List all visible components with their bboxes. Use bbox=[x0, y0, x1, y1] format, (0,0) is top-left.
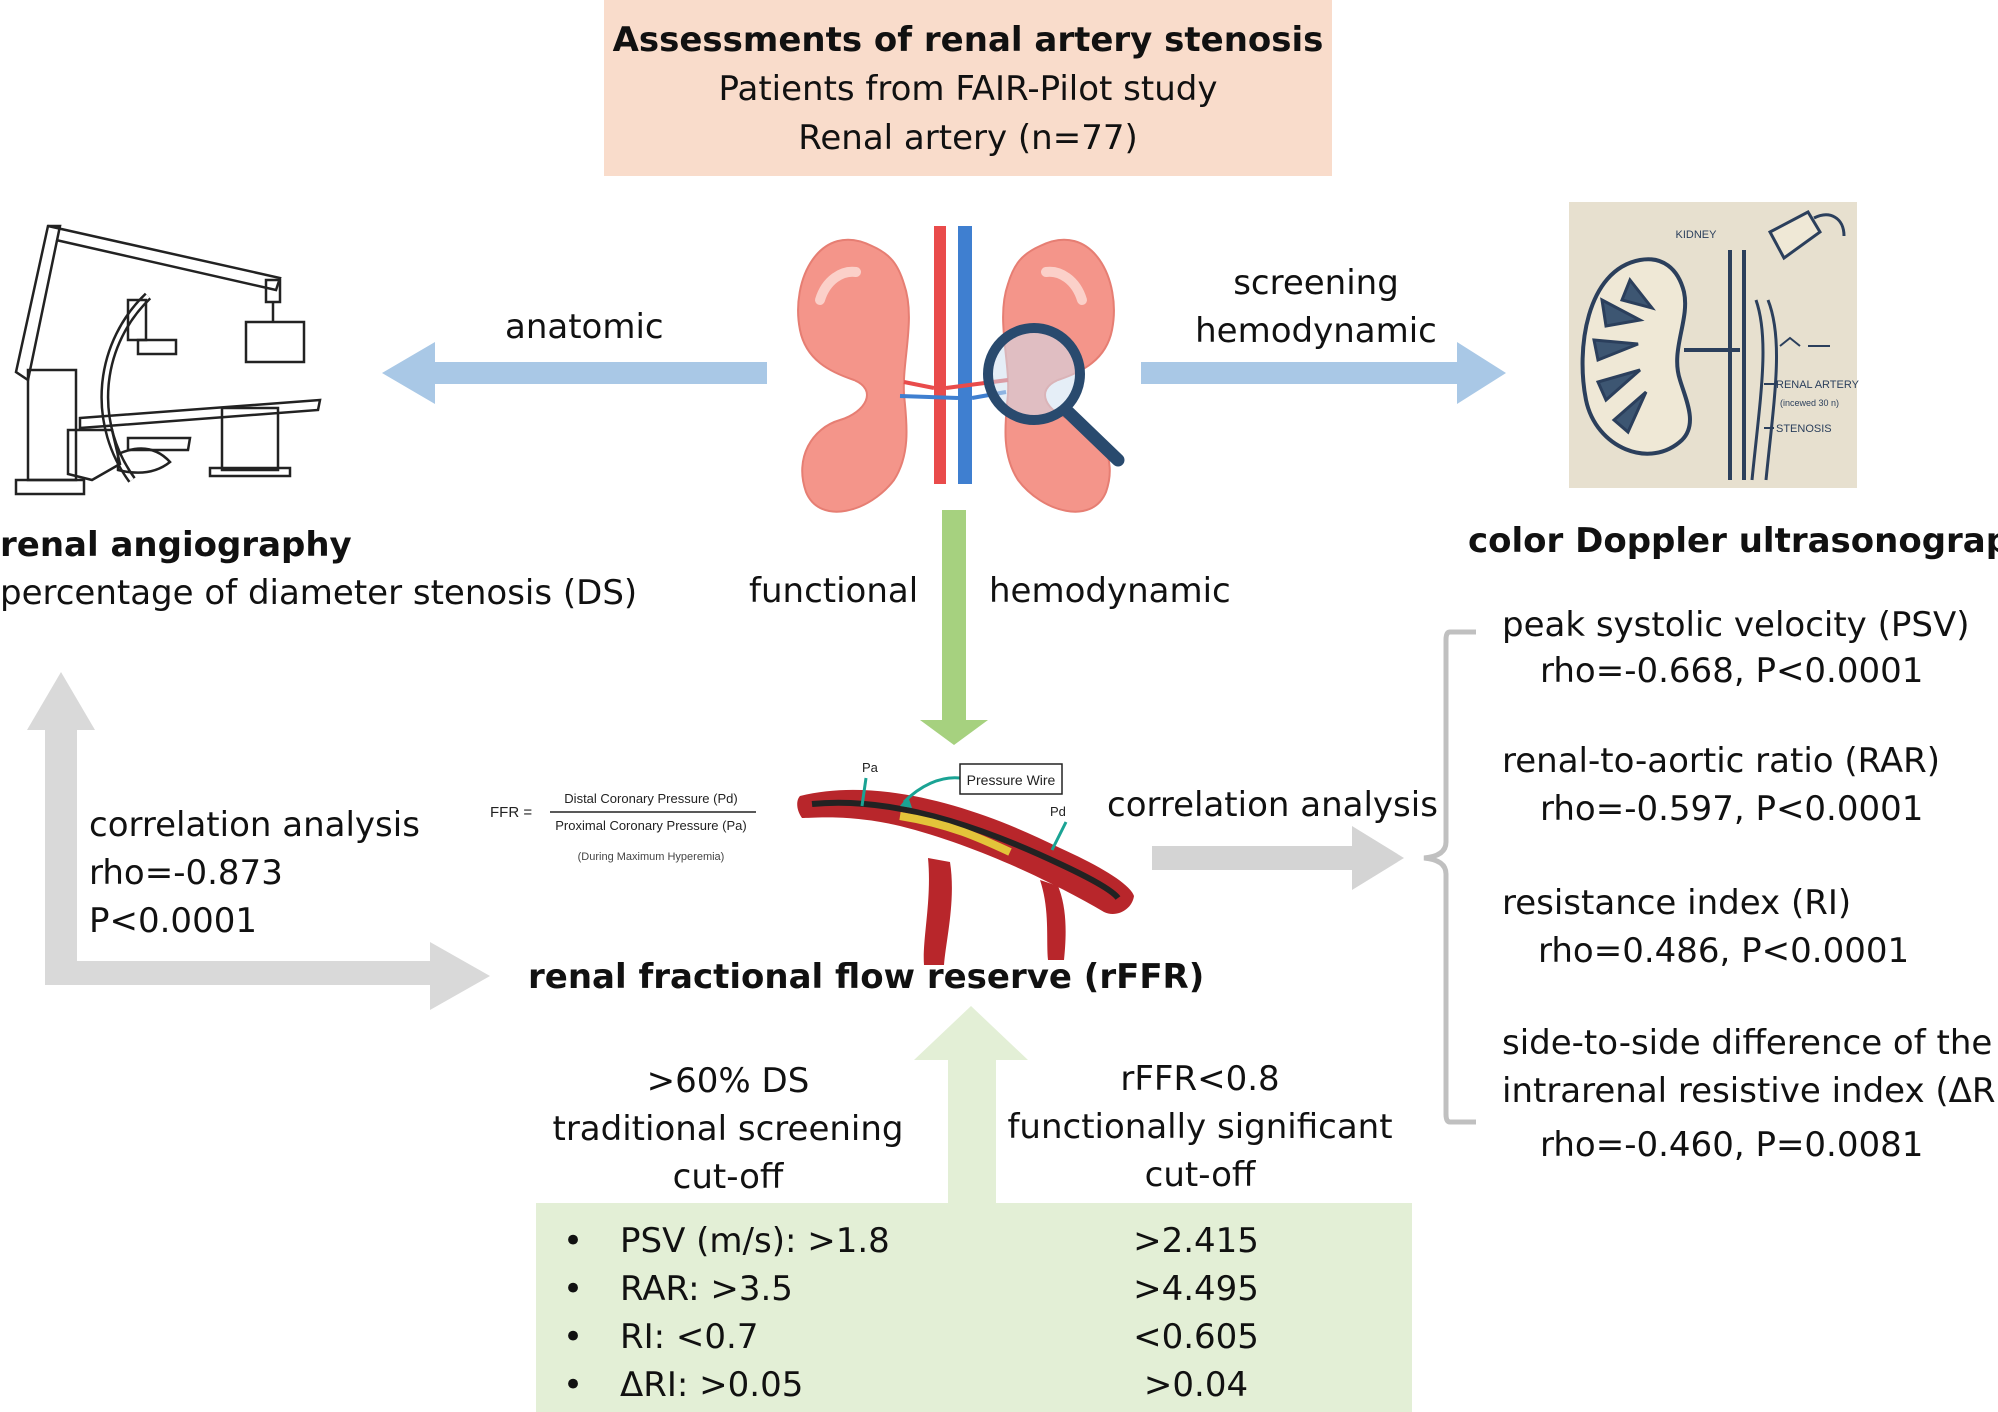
doppler-title: color Doppler ultrasonography bbox=[1468, 521, 1998, 561]
hemodynamic-mid-label: hemodynamic bbox=[989, 571, 1231, 611]
ffr-formula-lhs: FFR = bbox=[490, 804, 532, 821]
title-line-2: Patients from FAIR-Pilot study bbox=[718, 69, 1218, 109]
rffr-title: renal fractional flow reserve (rFFR) bbox=[528, 957, 1205, 997]
cutoff-functional-value: >2.415 bbox=[1133, 1221, 1259, 1261]
cutoff-row-dri: • ΔRI: >0.05 >0.04 bbox=[536, 1361, 1412, 1409]
bullet: • bbox=[563, 1317, 584, 1357]
psv-name: peak systolic velocity (PSV) bbox=[1502, 605, 1970, 645]
functional-label: functional bbox=[749, 571, 919, 611]
doppler-stenosis-label: STENOSIS bbox=[1776, 423, 1832, 435]
cutoff-values-box: • PSV (m/s): >1.8 >2.415 • RAR: >3.5 >4.… bbox=[536, 1203, 1412, 1412]
anatomic-arrow bbox=[382, 342, 767, 404]
doppler-note-label: (incewed 30 n) bbox=[1780, 398, 1839, 408]
bullet: • bbox=[563, 1269, 584, 1309]
artery-illustration: Pressure Wire Pa Pd bbox=[797, 760, 1134, 965]
functional-cutoff-line-1: rFFR<0.8 bbox=[1120, 1059, 1280, 1099]
angiography-title: renal angiography bbox=[0, 525, 352, 565]
doppler-illustration: KIDNEY RENAL ARTERY (incewed 30 n) STENO… bbox=[1569, 202, 1860, 488]
doppler-bracket bbox=[1423, 629, 1476, 1125]
cutoff-functional-value: >0.04 bbox=[1143, 1365, 1249, 1405]
angiography-correlation-label: correlation analysis bbox=[89, 805, 420, 845]
angiography-p: P<0.0001 bbox=[89, 901, 257, 941]
functional-cutoff-line-2: functionally significant bbox=[1007, 1107, 1393, 1147]
traditional-cutoff-line-1: >60% DS bbox=[646, 1061, 810, 1101]
angiography-rho: rho=-0.873 bbox=[89, 853, 283, 893]
cutoff-traditional-value: RAR: >3.5 bbox=[620, 1269, 793, 1309]
screening-arrow bbox=[1141, 342, 1506, 404]
kidney-illustration bbox=[797, 226, 1125, 513]
ffr-formula: FFR = Distal Coronary Pressure (Pd) Prox… bbox=[490, 791, 756, 863]
hemodynamic-top-label: hemodynamic bbox=[1195, 311, 1437, 351]
pa-label: Pa bbox=[862, 760, 879, 775]
cutoff-row-ri: • RI: <0.7 <0.605 bbox=[536, 1313, 1412, 1361]
bullet: • bbox=[563, 1365, 584, 1405]
cutoff-row-psv: • PSV (m/s): >1.8 >2.415 bbox=[536, 1217, 1412, 1265]
screening-label: screening bbox=[1233, 263, 1399, 303]
correlation-right-label: correlation analysis bbox=[1107, 785, 1438, 825]
correlation-right-arrow bbox=[1152, 826, 1404, 890]
dri-stat: rho=-0.460, P=0.0081 bbox=[1540, 1125, 1924, 1165]
cutoff-arrow bbox=[914, 1006, 1028, 1206]
functional-arrow bbox=[920, 510, 988, 745]
ffr-formula-denominator: Proximal Coronary Pressure (Pa) bbox=[555, 818, 746, 833]
rar-name: renal-to-aortic ratio (RAR) bbox=[1502, 741, 1941, 781]
functional-cutoff-line-3: cut-off bbox=[1144, 1155, 1256, 1195]
ri-stat: rho=0.486, P<0.0001 bbox=[1538, 931, 1910, 971]
dri-name: side-to-side difference of the bbox=[1502, 1023, 1993, 1063]
rar-stat: rho=-0.597, P<0.0001 bbox=[1540, 789, 1924, 829]
doppler-kidney-label: KIDNEY bbox=[1676, 229, 1718, 241]
ffr-formula-condition: (During Maximum Hyperemia) bbox=[578, 851, 725, 863]
angiography-subtitle: percentage of diameter stenosis (DS) bbox=[0, 573, 638, 613]
pd-label: Pd bbox=[1050, 804, 1066, 819]
ri-name: resistance index (RI) bbox=[1502, 883, 1852, 923]
angiography-machine-illustration bbox=[14, 224, 322, 496]
ffr-formula-numerator: Distal Coronary Pressure (Pd) bbox=[564, 791, 737, 806]
cutoff-traditional-value: ΔRI: >0.05 bbox=[620, 1365, 804, 1405]
bullet: • bbox=[563, 1221, 584, 1261]
cutoff-row-rar: • RAR: >3.5 >4.495 bbox=[536, 1265, 1412, 1313]
pressure-wire-label: Pressure Wire bbox=[967, 772, 1056, 788]
traditional-cutoff-line-3: cut-off bbox=[672, 1157, 784, 1197]
title-box: Assessments of renal artery stenosis Pat… bbox=[604, 0, 1332, 176]
psv-stat: rho=-0.668, P<0.0001 bbox=[1540, 651, 1924, 691]
doppler-renal-artery-label: RENAL ARTERY bbox=[1776, 379, 1860, 391]
correlation-left-arrow bbox=[27, 672, 490, 1010]
title-line-3: Renal artery (n=77) bbox=[798, 118, 1138, 158]
title-line-1: Assessments of renal artery stenosis bbox=[612, 20, 1324, 60]
dri-name-2: intrarenal resistive index (ΔRI) bbox=[1502, 1071, 1998, 1111]
traditional-cutoff-line-2: traditional screening bbox=[552, 1109, 904, 1149]
anatomic-label: anatomic bbox=[505, 307, 664, 347]
cutoff-traditional-value: PSV (m/s): >1.8 bbox=[620, 1221, 890, 1261]
cutoff-traditional-value: RI: <0.7 bbox=[620, 1317, 759, 1357]
cutoff-functional-value: <0.605 bbox=[1133, 1317, 1259, 1357]
cutoff-functional-value: >4.495 bbox=[1133, 1269, 1259, 1309]
